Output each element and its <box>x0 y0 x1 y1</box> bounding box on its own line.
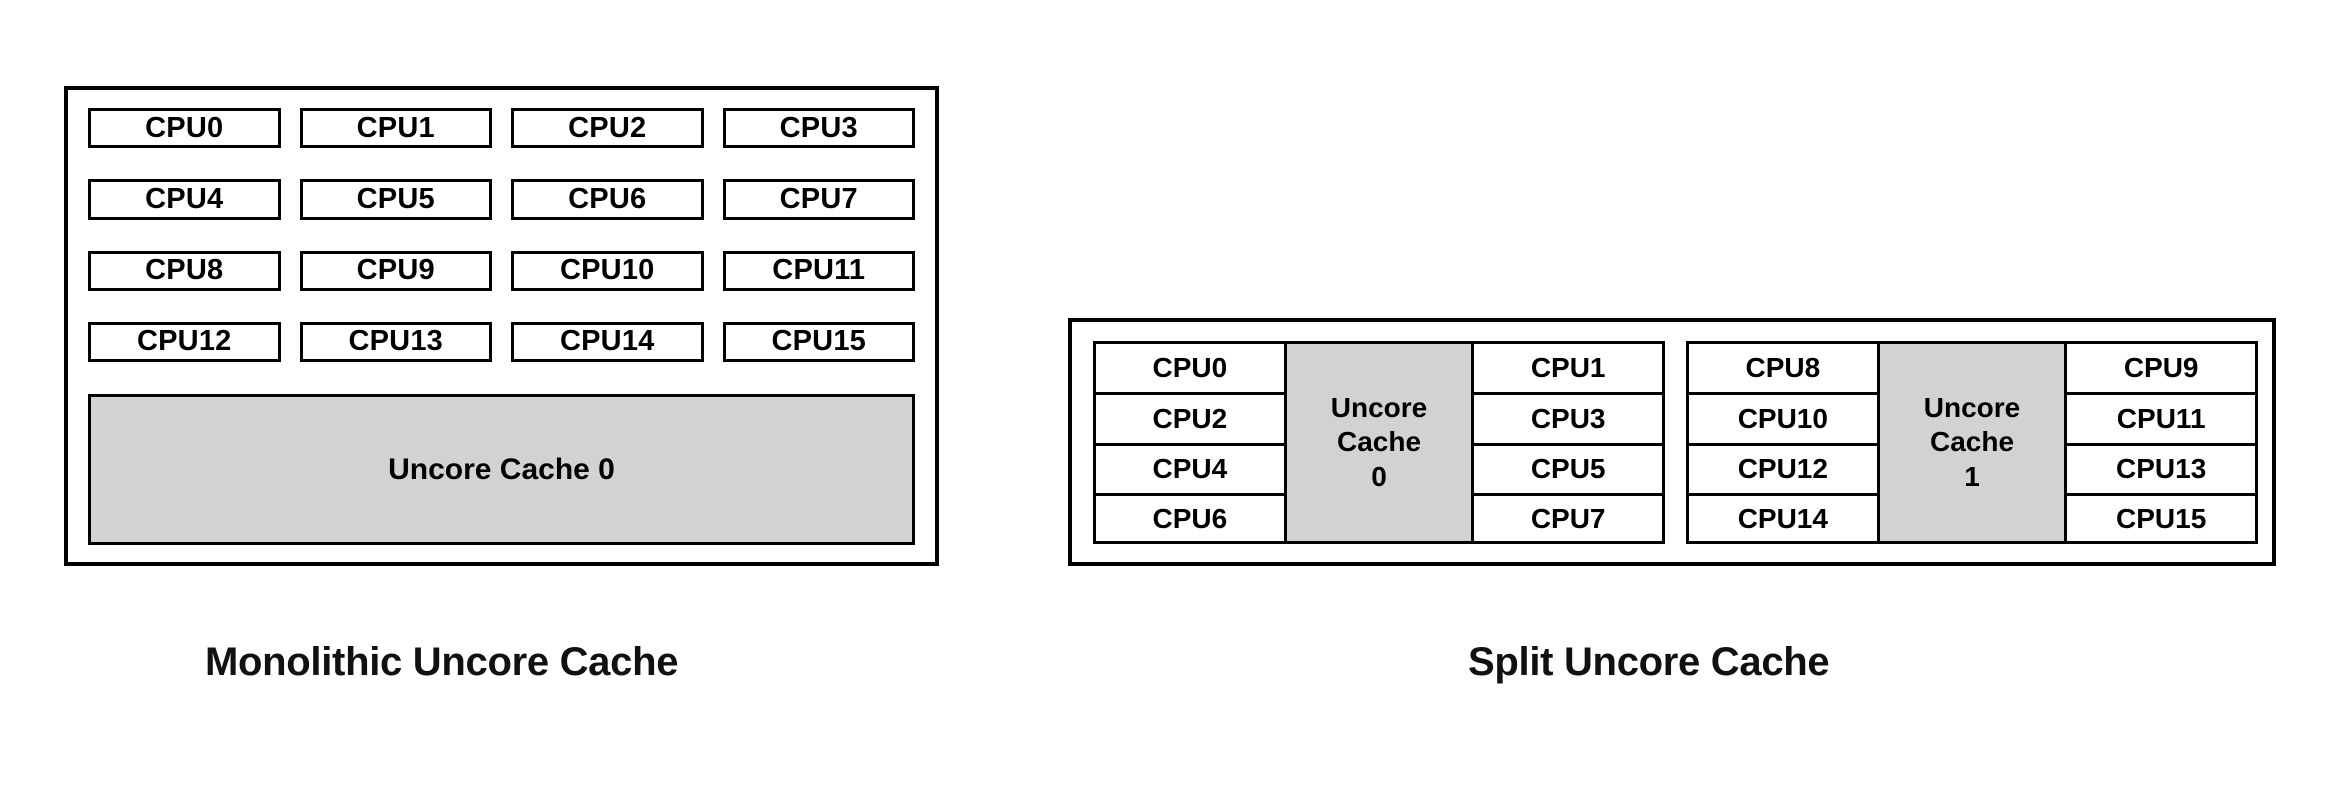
cpu-box-5: CPU5 <box>299 179 492 220</box>
cpu-box-c1-r3: CPU15 <box>2064 493 2258 544</box>
cpu-box-c1-r1: CPU11 <box>2064 391 2258 446</box>
cpu-box-8: CPU8 <box>88 250 281 291</box>
cpu-box-2: CPU2 <box>511 108 704 149</box>
cpu-box-c0-r2: CPU5 <box>1471 442 1665 497</box>
cpu-box-9: CPU9 <box>299 250 492 291</box>
cpu-box-c0-l2: CPU4 <box>1093 442 1287 497</box>
monolithic-chip-box: CPU0 CPU1 CPU2 CPU3 CPU4 CPU5 CPU6 CPU7 … <box>64 86 939 566</box>
cpu-box-c0-l3: CPU6 <box>1093 493 1287 544</box>
cpu-box-13: CPU13 <box>299 321 492 362</box>
cpu-box-c1-l3: CPU14 <box>1686 493 1880 544</box>
uncore-cache-1-box-split: Uncore Cache 1 <box>1876 341 2068 544</box>
monolithic-cpu-grid: CPU0 CPU1 CPU2 CPU3 CPU4 CPU5 CPU6 CPU7 … <box>88 108 915 362</box>
cluster-1-left-cpu-column: CPU8 CPU10 CPU12 CPU14 <box>1686 341 1880 544</box>
cpu-box-1: CPU1 <box>299 108 492 149</box>
uncore-cache-1-line-3: 1 <box>1964 460 1980 492</box>
cpu-box-c1-r2: CPU13 <box>2064 442 2258 497</box>
uncore-cache-1-line-2: Cache <box>1929 426 2015 458</box>
cpu-box-c0-r3: CPU7 <box>1471 493 1665 544</box>
uncore-cache-0-box-split: Uncore Cache 0 <box>1283 341 1475 544</box>
uncore-cache-0-box: Uncore Cache 0 <box>88 394 915 545</box>
cpu-box-c0-r0: CPU1 <box>1471 341 1665 395</box>
cpu-box-c1-r0: CPU9 <box>2064 341 2258 395</box>
uncore-cache-0-line-2: Cache <box>1336 426 1422 458</box>
cpu-box-3: CPU3 <box>722 108 915 149</box>
uncore-cache-1-line-1: Uncore <box>1923 392 2021 424</box>
cluster-1-right-cpu-column: CPU9 CPU11 CPU13 CPU15 <box>2064 341 2258 544</box>
cpu-box-12: CPU12 <box>88 321 281 362</box>
cpu-box-10: CPU10 <box>511 250 704 291</box>
caption-monolithic-uncore-cache: Monolithic Uncore Cache <box>205 640 679 684</box>
cluster-0-right-cpu-column: CPU1 CPU3 CPU5 CPU7 <box>1471 341 1665 544</box>
cpu-box-c1-l0: CPU8 <box>1686 341 1880 395</box>
split-cluster-0: CPU0 CPU2 CPU4 CPU6 Uncore Cache 0 CPU1 … <box>1093 341 1665 544</box>
cpu-box-0: CPU0 <box>88 108 281 149</box>
uncore-cache-0-line-1: Uncore <box>1330 392 1428 424</box>
split-chip-box: CPU0 CPU2 CPU4 CPU6 Uncore Cache 0 CPU1 … <box>1068 318 2276 566</box>
cluster-0-left-cpu-column: CPU0 CPU2 CPU4 CPU6 <box>1093 341 1287 544</box>
cpu-box-c0-r1: CPU3 <box>1471 391 1665 446</box>
split-cluster-1: CPU8 CPU10 CPU12 CPU14 Uncore Cache 1 CP… <box>1686 341 2258 544</box>
uncore-cache-0-line-3: 0 <box>1371 460 1387 492</box>
cpu-box-c0-l0: CPU0 <box>1093 341 1287 395</box>
cpu-box-15: CPU15 <box>722 321 915 362</box>
cpu-box-7: CPU7 <box>722 179 915 220</box>
caption-split-uncore-cache: Split Uncore Cache <box>1468 640 1830 684</box>
cpu-box-c1-l2: CPU12 <box>1686 442 1880 497</box>
cpu-box-11: CPU11 <box>722 250 915 291</box>
cpu-box-14: CPU14 <box>511 321 704 362</box>
cpu-box-c0-l1: CPU2 <box>1093 391 1287 446</box>
cpu-box-4: CPU4 <box>88 179 281 220</box>
cpu-box-c1-l1: CPU10 <box>1686 391 1880 446</box>
cpu-box-6: CPU6 <box>511 179 704 220</box>
